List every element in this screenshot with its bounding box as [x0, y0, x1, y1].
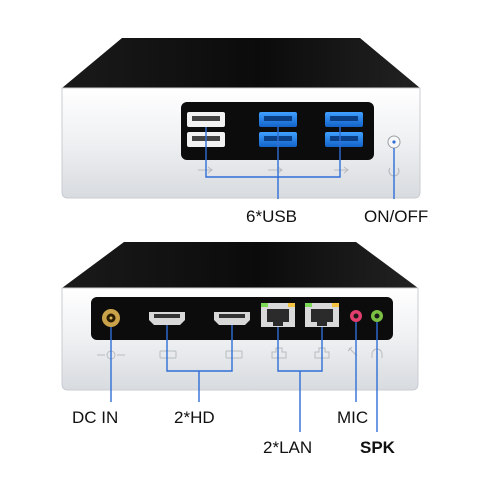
lan-symbol-icon: [271, 347, 287, 359]
hdmi-leader-line: [166, 325, 233, 402]
usb-port-tongue: [330, 116, 358, 121]
usb-port-tongue: [192, 116, 220, 121]
hdmi-port: [149, 312, 185, 325]
usb-port-tongue: [330, 136, 358, 141]
usb-port-group-3: [325, 112, 363, 147]
rear-unit: [61, 242, 419, 432]
usb-symbol-icon: [198, 166, 349, 174]
lan-symbol-icon: [314, 347, 330, 359]
lan-callout-label: 2*LAN: [263, 438, 313, 457]
usb-port-tongue: [264, 116, 292, 121]
hdmi-symbol-icon: [225, 350, 243, 359]
hdmi-port: [214, 312, 250, 325]
dc-in-callout-label: DC IN: [72, 408, 119, 427]
power-led: [392, 140, 396, 144]
lan-port: [305, 303, 339, 327]
front-case-top: [62, 38, 420, 88]
power-callout-label: ON/OFF: [364, 207, 429, 226]
lan-leader-line: [277, 327, 323, 432]
mic-callout-label: MIC: [337, 408, 369, 427]
spk-callout-label: SPK: [360, 438, 395, 457]
front-unit: [61, 38, 421, 199]
usb-leader-lines: [205, 127, 341, 199]
lan-port: [261, 303, 295, 327]
usb-callout-label: 6*USB: [246, 207, 298, 226]
hdmi-callout-label: 2*HD: [174, 408, 215, 427]
rear-case-top: [62, 242, 418, 288]
hdmi-symbol-icon: [159, 350, 177, 359]
